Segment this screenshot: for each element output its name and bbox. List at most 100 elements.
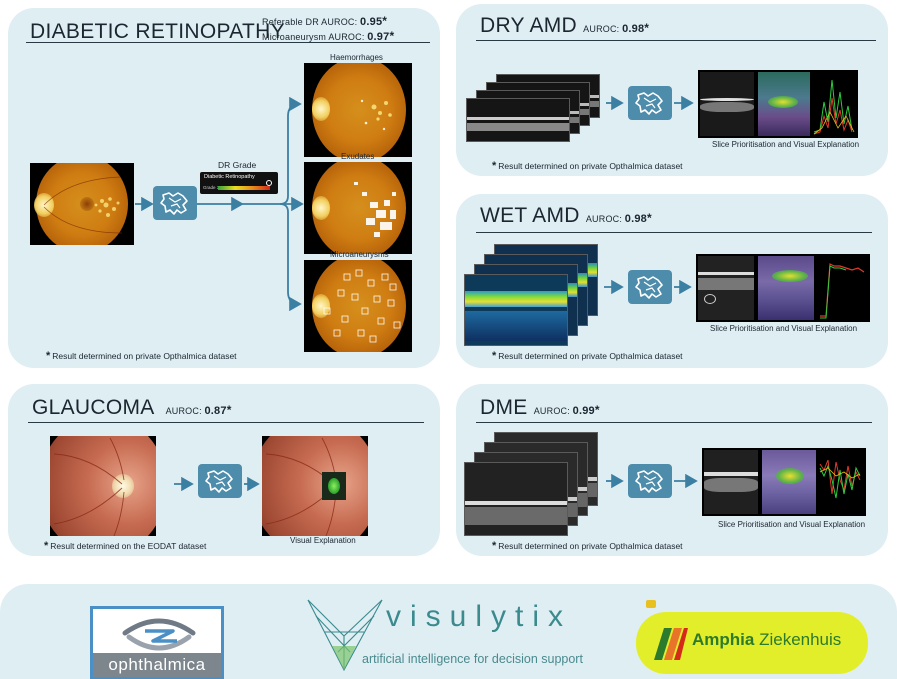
- dry-amd-score-plot: [813, 79, 855, 135]
- glaucoma-note-text: Result determined on the EODAT dataset: [50, 541, 207, 551]
- dry-amd-metric-value: 0.98: [622, 23, 645, 35]
- dme-ai-brain-icon: [628, 464, 672, 498]
- ophthalmica-eye-icon: [122, 618, 196, 651]
- dr-note-star: *: [46, 350, 51, 362]
- dr-out2-label: Exudates: [341, 152, 375, 161]
- glaucoma-arrows: [174, 476, 260, 492]
- wet-amd-caption: Slice Prioritisation and Visual Explanat…: [710, 324, 858, 333]
- amphia-logo: Amphia Ziekenhuis: [636, 612, 868, 674]
- glaucoma-ai-brain-icon: [198, 464, 242, 498]
- dry-amd-panel: DRY AMD AUROC: 0.98* Slice Prioritisati: [456, 4, 888, 176]
- dr-input-fundus: [30, 163, 134, 245]
- dry-amd-metric-label: AUROC:: [583, 24, 620, 34]
- dme-arrows: [606, 473, 698, 489]
- dme-title: DME: [480, 396, 528, 419]
- amphia-a-icon: [654, 628, 688, 660]
- glaucoma-title: GLAUCOMA: [32, 396, 154, 419]
- dry-amd-title-row: DRY AMD AUROC: 0.98*: [480, 14, 649, 38]
- wet-amd-panel: WET AMD AUROC: 0.98* Slice Prioritisati: [456, 194, 888, 368]
- visulytix-wordmark: visulytix: [386, 600, 573, 633]
- dry-amd-note-star: *: [492, 160, 497, 172]
- amphia-wordmark-2: Ziekenhuis: [759, 630, 842, 649]
- wet-amd-arrows: [604, 279, 692, 295]
- dme-note: *Result determined on private Opthalmica…: [492, 540, 683, 552]
- dr-title: DIABETIC RETINOPATHY: [30, 20, 285, 43]
- dr-out2-fundus: [304, 162, 412, 254]
- dme-heatmap: [762, 450, 816, 514]
- wet-amd-note: *Result determined on private Opthalmica…: [492, 350, 683, 362]
- dme-panel: DME AUROC: 0.99* Slice Prioritisation a: [456, 384, 888, 556]
- dr-star-2: *: [389, 29, 395, 43]
- wet-amd-score-plot: [820, 263, 865, 319]
- glaucoma-output-fundus: [262, 436, 368, 536]
- wet-amd-note-star: *: [492, 350, 497, 362]
- dr-out1-label: Haemorrhages: [330, 53, 383, 62]
- dry-amd-caption: Slice Prioritisation and Visual Explanat…: [712, 140, 860, 149]
- glaucoma-panel: GLAUCOMA AUROC: 0.87* Visual Explanation…: [8, 384, 440, 556]
- glaucoma-title-rule: [28, 422, 424, 423]
- dme-note-star: *: [492, 540, 497, 552]
- amphia-notification-icon: [646, 600, 656, 608]
- wet-amd-metric-value: 0.98: [624, 213, 647, 225]
- dme-output: [702, 448, 866, 516]
- dry-amd-ai-brain-icon: [628, 86, 672, 120]
- footer-logos: ophthalmica visulytix artificial intelli…: [0, 584, 897, 679]
- dr-grade-box-value: Grade 3: [203, 185, 220, 190]
- dr-grade-box: Diabetic Retinopathy Grade 3: [200, 172, 278, 194]
- glaucoma-heatmap: [322, 472, 346, 500]
- dry-amd-title: DRY AMD: [480, 14, 578, 37]
- visulytix-logo: visulytix artificial intelligence for de…: [304, 596, 594, 676]
- dr-metric1-value: 0.95: [360, 16, 383, 28]
- dme-caption: Slice Prioritisation and Visual Explanat…: [718, 520, 866, 529]
- dme-metric-label: AUROC:: [533, 406, 570, 416]
- glaucoma-metric-label: AUROC:: [165, 406, 202, 416]
- glaucoma-input-fundus: [50, 436, 156, 536]
- dry-amd-output: [698, 70, 858, 138]
- dr-metrics: Referable DR AUROC: 0.95* Microaneurysm …: [262, 14, 394, 44]
- wet-amd-title-rule: [476, 232, 872, 233]
- dr-ai-brain-icon: [153, 186, 197, 220]
- wet-amd-note-text: Result determined on private Opthalmica …: [498, 351, 683, 361]
- visulytix-v-icon: [307, 599, 383, 672]
- dr-metric2-label: Microaneurysm AUROC:: [262, 32, 365, 42]
- glaucoma-note: *Result determined on the EODAT dataset: [44, 540, 206, 552]
- dme-title-rule: [476, 422, 872, 423]
- dry-amd-bscan: [700, 72, 754, 136]
- dme-metric-value: 0.99: [572, 405, 595, 417]
- dr-note: *Result determined on private Opthalmica…: [46, 350, 237, 362]
- dry-amd-oct-stack: [466, 74, 606, 144]
- dr-title-rule: [26, 42, 430, 43]
- dry-amd-star: *: [644, 21, 650, 35]
- wet-amd-title: WET AMD: [480, 204, 580, 227]
- wet-amd-title-row: WET AMD AUROC: 0.98*: [480, 204, 652, 228]
- dme-note-text: Result determined on private Opthalmica …: [498, 541, 683, 551]
- dr-grade-scale: [218, 186, 270, 190]
- dr-out3-fundus: [304, 260, 412, 352]
- wet-amd-output: [696, 254, 870, 322]
- glaucoma-star: *: [226, 403, 232, 417]
- dme-title-row: DME AUROC: 0.99*: [480, 396, 600, 420]
- dry-amd-title-rule: [476, 40, 876, 41]
- dr-grade-box-title: Diabetic Retinopathy: [204, 174, 255, 180]
- ophthalmica-logo: ophthalmica: [90, 606, 224, 679]
- amphia-wordmark: Amphia Ziekenhuis: [692, 630, 841, 650]
- dme-oct-stack: [464, 432, 604, 540]
- wet-amd-metric-label: AUROC:: [585, 214, 623, 224]
- wet-amd-bscan: [698, 256, 754, 320]
- wet-amd-oct-stack: [464, 244, 604, 350]
- amphia-wordmark-1: Amphia: [692, 630, 755, 649]
- wet-amd-star: *: [646, 211, 652, 225]
- dr-out1-fundus: [304, 63, 412, 157]
- dme-star: *: [594, 403, 600, 417]
- ophthalmica-wordmark: ophthalmica: [93, 653, 221, 677]
- dme-score-plot: [819, 459, 861, 499]
- dr-star-1: *: [382, 14, 388, 28]
- wet-amd-heatmap: [758, 256, 814, 320]
- dry-amd-note-text: Result determined on private Opthalmica …: [498, 161, 683, 171]
- dry-amd-arrows: [606, 95, 694, 111]
- glaucoma-metric-value: 0.87: [204, 405, 227, 417]
- glaucoma-caption: Visual Explanation: [290, 536, 356, 545]
- dr-note-text: Result determined on private Opthalmica …: [52, 351, 237, 361]
- wet-amd-ai-brain-icon: [628, 270, 672, 304]
- dr-metric1-label: Referable DR AUROC:: [262, 17, 358, 27]
